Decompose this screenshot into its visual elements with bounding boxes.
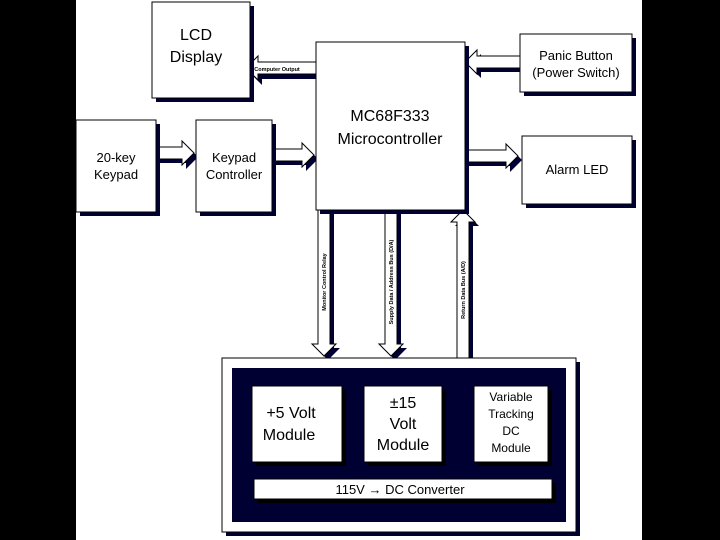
pm15-module-line3: Module [377,437,430,454]
alarm-led-box [521,135,633,205]
panic-arrow [464,48,521,76]
keypad-line2: Keypad [94,167,138,182]
keypad-arrow [155,139,195,167]
bus2-arrow [377,209,405,357]
keypad-controller-box [195,119,273,213]
keypad-line1: 20-key [96,150,136,165]
pm15-module-line2: Volt [390,416,417,433]
panic-button-box [519,33,633,93]
plus5-module-box [251,385,343,463]
lcd-output-label: Computer Output [254,67,300,73]
pm15-module-box [363,385,443,463]
plus5-module-line2: Module [263,427,316,444]
microcontroller-line1: MC68F333 [350,108,429,125]
alarm-arrow [464,142,519,170]
keypad-controller-line1: Keypad [212,150,256,165]
bus3-arrow [449,209,477,359]
bus2-label: Supply Data / Address Bus (D/A) [389,239,395,324]
bus3-label: Return Data Bus (A/D) [461,261,467,319]
variable-module-line4: Module [491,441,531,455]
microcontroller-box [315,41,466,211]
lcd-display-box [151,1,251,99]
lcd-display-line2: Display [170,49,222,66]
variable-module-box [473,385,549,463]
variable-module-line1: Variable [489,390,532,404]
panic-button-line2: (Power Switch) [532,65,619,80]
alarm-led-label: Alarm LED [546,162,609,177]
panic-button-line1: Panic Button [539,48,613,63]
variable-module-line2: Tracking [488,407,534,421]
plus5-module-line1: +5 Volt [266,405,316,422]
lcd-display-line1: LCD [180,27,212,44]
variable-module-line3: DC [502,424,520,438]
bus1-label: Monitor Control Relay [322,252,328,310]
bus1-arrow [310,209,338,357]
controller-arrow [271,141,315,169]
converter-label: 115V → DC Converter [335,482,465,497]
microcontroller-line2: Microcontroller [338,131,444,148]
pm15-module-line1: ±15 [390,395,417,412]
keypad-controller-line2: Controller [206,167,263,182]
converter-bar [253,478,553,500]
keypad-box [75,119,157,213]
